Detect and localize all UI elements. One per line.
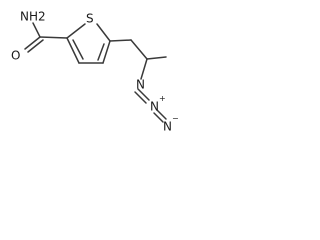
- bond-c4-c5-inner: [97, 43, 105, 61]
- bond-n1-n2-b: [134, 91, 147, 104]
- bond-ch-n1: [140, 58, 148, 80]
- bond-c-ring: [39, 36, 68, 39]
- atom-azide-n2-label: N: [150, 100, 159, 114]
- bond-ch-ch3: [146, 56, 167, 60]
- atom-nh2-label: NH2: [20, 10, 46, 24]
- bond-c-o-a: [24, 36, 41, 50]
- atom-azide-n3-label: N: [163, 120, 172, 134]
- bond-n2-n3-a: [156, 109, 167, 120]
- molecule-structure: NH2 O S N N + N −: [11, 10, 179, 134]
- atom-o-label: O: [11, 49, 20, 63]
- atom-azide-n1-label: N: [136, 78, 145, 92]
- bond-ch2-ch: [130, 39, 148, 60]
- bond-c5-ch2: [109, 39, 132, 42]
- bond-c-nh2: [32, 22, 41, 38]
- bond-n1-n2-a: [137, 88, 150, 101]
- bond-c5-c4: [102, 40, 111, 64]
- bond-s-c5: [96, 23, 111, 42]
- bond-c2-s: [66, 23, 86, 39]
- bond-c2-c3-inner: [72, 39, 84, 60]
- bond-c-o-b: [27, 39, 44, 53]
- azide-n2-plus-charge: +: [159, 94, 166, 103]
- bond-c3-c2: [66, 37, 80, 64]
- azide-n3-minus-charge: −: [172, 114, 179, 123]
- bond-n2-n3-b: [153, 112, 164, 123]
- atom-s-label: S: [86, 12, 94, 26]
